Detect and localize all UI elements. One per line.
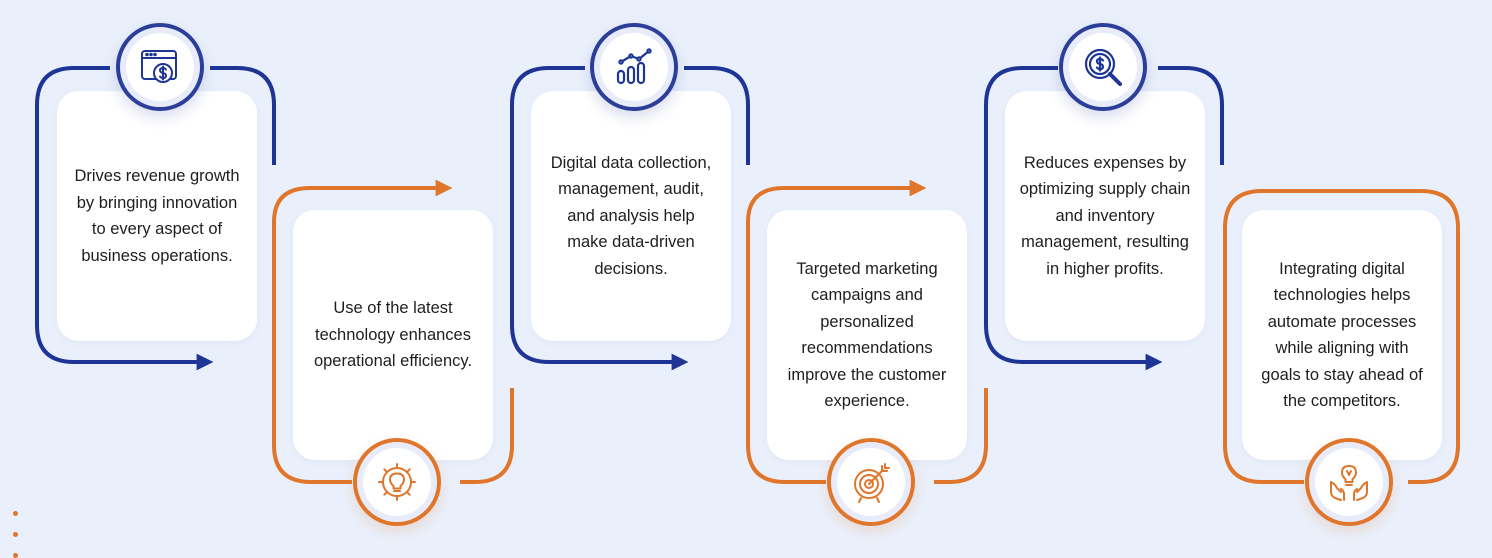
step-badge-5 [1059,23,1147,111]
step-card-4: Targeted marketing campaigns and persona… [767,210,967,460]
connector-step-5-arrow [984,66,1163,371]
decorative-dot-2 [13,532,18,537]
connector-step-4-arrow [746,179,927,223]
connector-step-1 [210,66,276,165]
connector-step-1-arrow [35,66,214,371]
connector-step-2 [272,222,352,484]
step-card-2: Use of the latest technology enhances op… [293,210,493,460]
connector-step-3 [684,66,750,165]
step-badge-1 [116,23,204,111]
step-text-5: Reduces expenses by optimizing supply ch… [1019,153,1191,278]
connector-step-4 [746,222,826,484]
step-text-1: Drives revenue growth by bringing innova… [74,167,240,265]
step-badge-4 [827,438,915,526]
decorative-dot-3 [13,553,18,558]
connector-step-4-right [934,388,988,484]
step-text-6: Integrating digital technologies helps a… [1261,259,1423,411]
target-arrow-icon [854,463,890,503]
dollar-browser-icon [141,50,177,83]
step-badge-6 [1305,438,1393,526]
step-card-3: Digital data collection, management, aud… [531,91,731,341]
step-text-4: Targeted marketing campaigns and persona… [787,259,947,411]
connector-step-5 [1158,66,1224,165]
step-card-5: Reduces expenses by optimizing supply ch… [1005,91,1205,341]
step-badge-3 [590,23,678,111]
dollar-magnifier-icon [1084,48,1122,86]
gear-lightbulb-icon [378,463,416,501]
step-badge-2 [353,438,441,526]
connector-step-3-arrow [510,66,689,371]
step-card-1: Drives revenue growth by bringing innova… [57,91,257,341]
step-card-6: Integrating digital technologies helps a… [1242,210,1442,460]
connector-step-2-right [460,388,514,484]
connector-step-2-arrow [272,179,453,223]
connector-step-6 [1223,189,1460,484]
step-text-2: Use of the latest technology enhances op… [313,299,473,371]
hands-lightbulb-icon [1330,465,1368,501]
step-text-3: Digital data collection, management, aud… [550,153,712,278]
decorative-dot-1 [13,511,18,516]
bar-chart-trend-icon [616,48,652,85]
